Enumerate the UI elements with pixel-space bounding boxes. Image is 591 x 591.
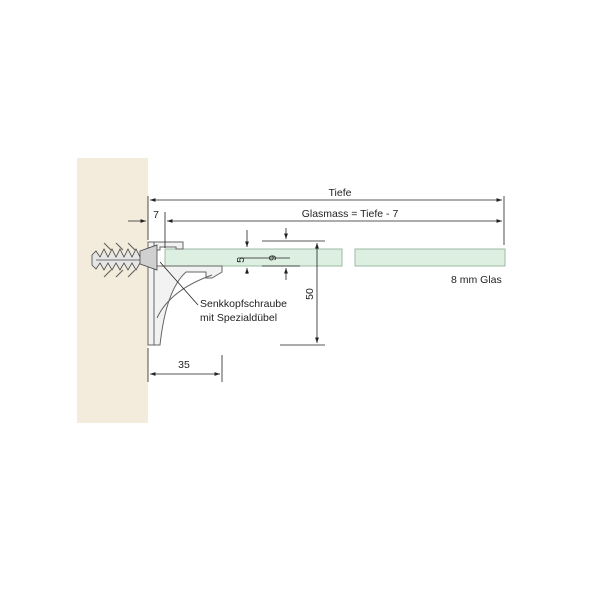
screw-icon — [91, 244, 158, 271]
label-glasmass: Glasmass = Tiefe - 7 — [302, 208, 399, 220]
dowel-fins — [103, 242, 136, 278]
label-screw-line1: Senkkopfschraube — [200, 298, 287, 310]
label-nine: 9 — [267, 255, 279, 261]
label-thirtyfive: 35 — [178, 359, 190, 371]
label-five: 5 — [235, 257, 247, 263]
label-screw-line2: mit Spezialdübel — [200, 312, 277, 324]
label-tiefe: Tiefe — [329, 187, 352, 199]
label-fifty: 50 — [304, 288, 316, 300]
glass-shelf-left — [164, 248, 343, 267]
glass-shelf-right — [354, 248, 506, 267]
label-seven: 7 — [153, 209, 159, 221]
label-glass: 8 mm Glas — [451, 274, 502, 286]
screw-leader-line — [159, 261, 199, 306]
wall — [77, 158, 148, 423]
